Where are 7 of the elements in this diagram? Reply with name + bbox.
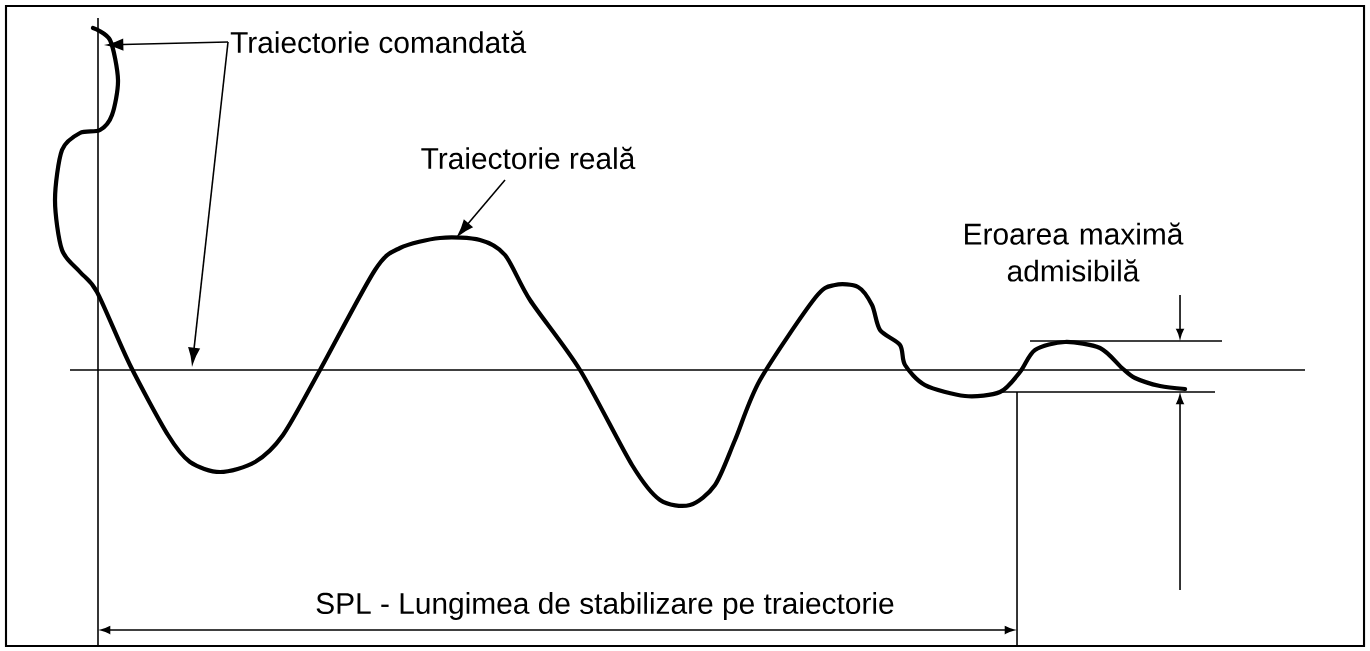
leader-line <box>457 179 506 236</box>
curve-label: Traiectorie comandată <box>230 30 527 54</box>
dimension-label: SPL - Lungimea de stabilizare pe traiectorie <box>316 592 894 620</box>
curve-label: Traiectorie reală <box>421 146 636 170</box>
leader-line <box>188 41 229 364</box>
dimension-label: Eroarea maximă admisibilă <box>965 222 1184 282</box>
leader-line <box>107 38 229 51</box>
